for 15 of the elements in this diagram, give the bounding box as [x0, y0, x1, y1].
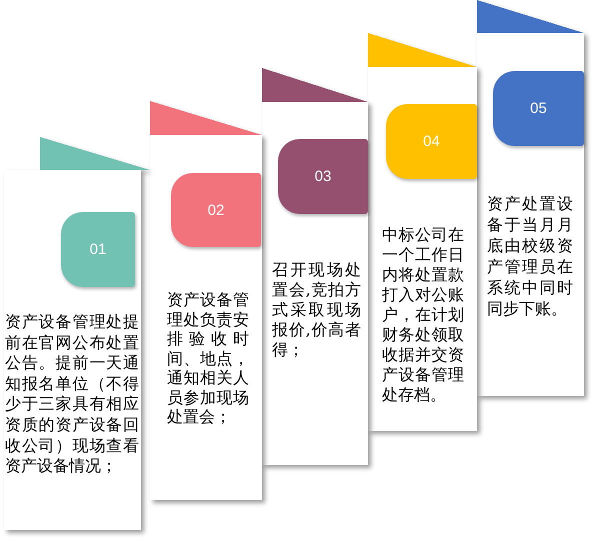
- step-description: 资产设备管理处负责安排验收时间、地点，通知相关人员参加现场处置会；: [167, 290, 249, 426]
- step-card: [368, 33, 477, 431]
- step-description: 召开现场处置会,竞拍方式采取现场报价,价高者得；: [272, 260, 361, 360]
- number-badge: 03: [278, 139, 368, 214]
- step-description: 资产处置设备于当月月底由校级资产管理员在系统中同时同步下账。: [487, 193, 573, 319]
- number-badge: 04: [386, 104, 477, 179]
- number-badge: 05: [493, 71, 584, 146]
- number-badge: 02: [171, 173, 261, 247]
- step-card: [150, 101, 262, 500]
- step-card: [4, 137, 150, 530]
- step-card: [262, 68, 368, 465]
- step-card: [477, 0, 584, 396]
- step-description: 资产设备管理处提前在官网公布处置公告。提前一天通知报名单位（不得少于三家具有相应资质的资产设备回收公司）现场查看资产设备情况；: [5, 312, 139, 477]
- number-badge: 01: [61, 212, 135, 287]
- step-description: 中标公司在一个工作日内将处置款打入对公账户，在计划财务处领取收据并交资产设备管理处存档。: [382, 225, 464, 405]
